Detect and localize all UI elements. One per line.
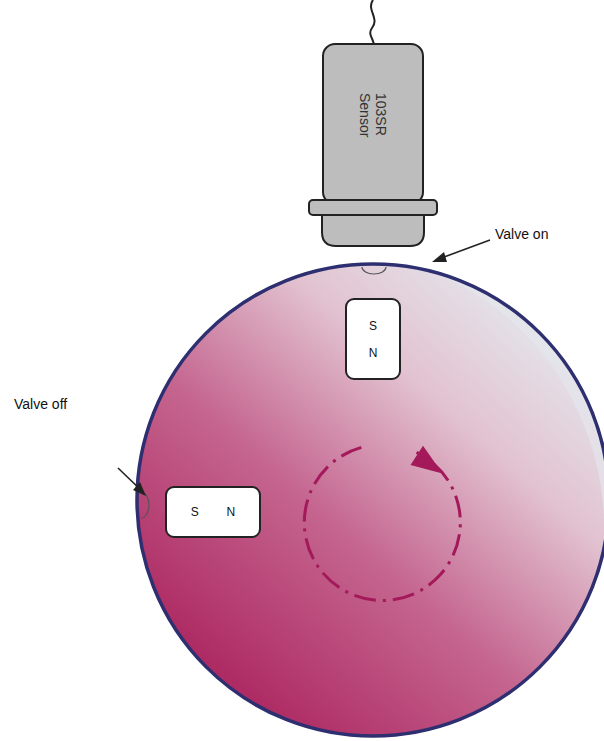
rotation-path [281,421,484,624]
magnet: SN [345,298,401,380]
callout-label: Valve on [495,226,548,242]
sensor-flange [309,200,437,215]
sensor-model: 103SR Sensor [357,93,389,155]
disc-highlight [420,260,604,520]
magnet-pole: N [227,506,236,518]
valve-on-notch [362,267,386,274]
magnet-pole: S [369,320,377,332]
sensor-tip [322,213,424,246]
sensor-body [323,44,423,204]
leader-arrowhead [133,482,146,496]
magnet: SN [165,486,261,538]
rotation-arrowhead [411,444,449,474]
magnet-pole: S [191,506,199,518]
callout-label: Valve off [14,396,67,412]
leader-arrowhead [432,252,447,262]
sensor-housing: 103SR Sensor [323,44,423,204]
magnet-pole: N [369,347,378,359]
valve-off-notch [141,492,149,518]
disc-outline [137,264,604,736]
sensor-cable [370,0,374,50]
